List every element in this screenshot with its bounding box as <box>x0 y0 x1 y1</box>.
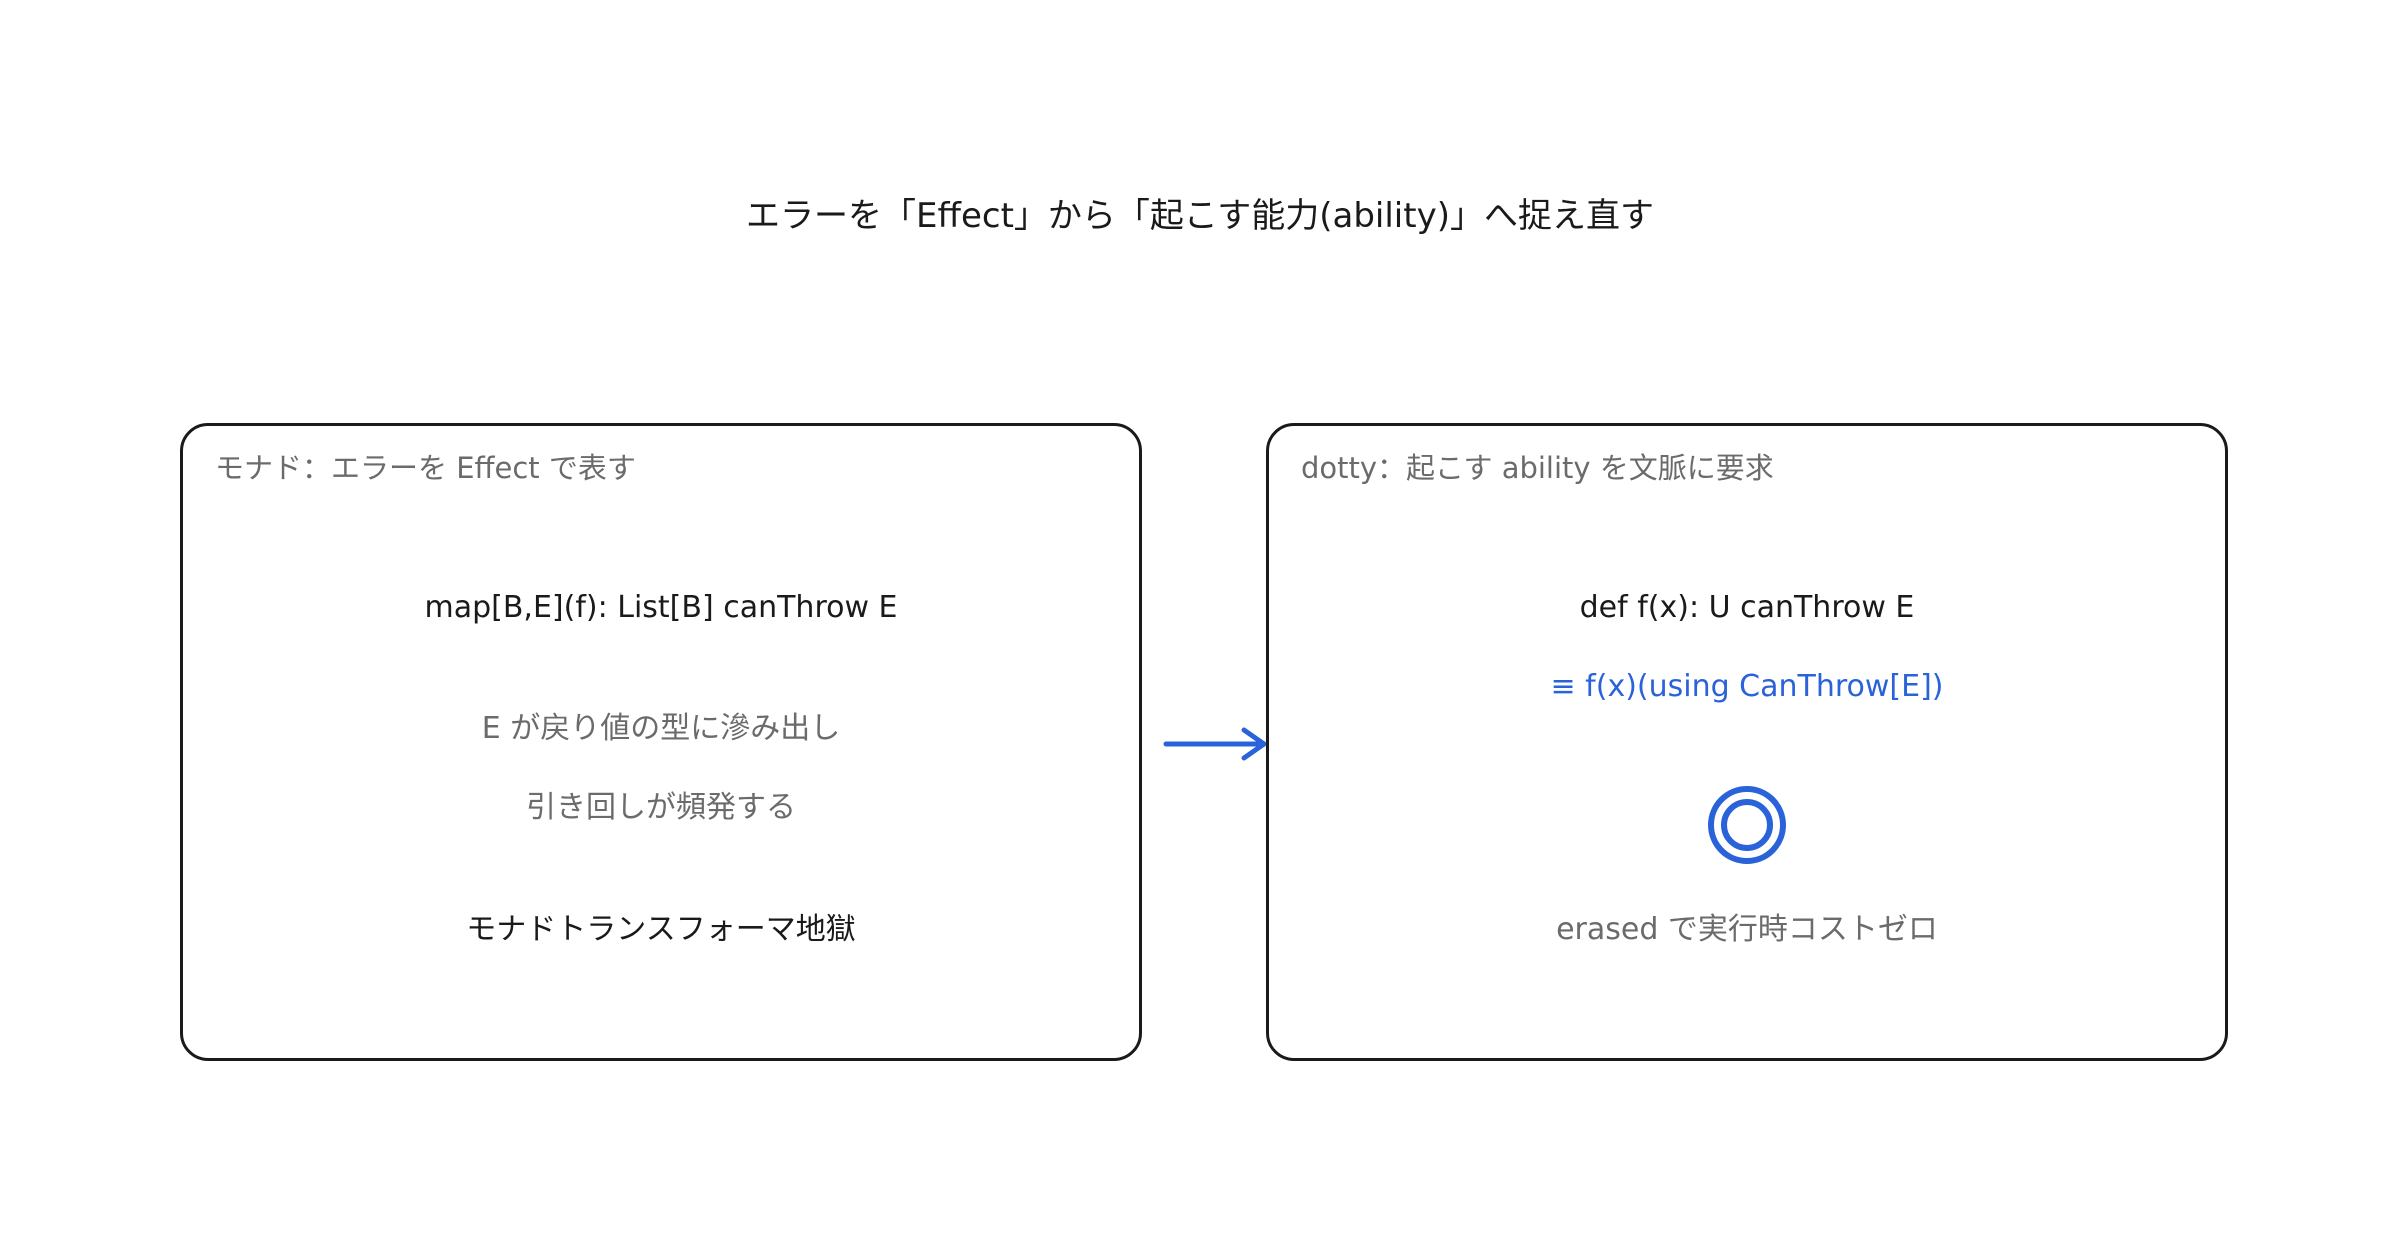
monad-conclusion: モナドトランスフォーマ地獄 <box>466 912 856 947</box>
diagram-title: エラーを「Effect」から「起こす能力(ability)」へ捉え直す <box>746 196 1654 236</box>
monad-note-leak: E が戻り値の型に滲み出し <box>481 711 841 746</box>
right-arrow-icon <box>1163 727 1267 761</box>
dotty-desugared-signature: ≡ f(x)(using CanThrow[E]) <box>1550 669 1944 704</box>
dotty-note-erased: erased で実行時コストゼロ <box>1556 912 1938 947</box>
dotty-signature: def f(x): U canThrow E <box>1579 590 1915 625</box>
monad-panel-label: モナド：エラーを Effect で表す <box>215 451 636 485</box>
monad-signature: map[B,E](f): List[B] canThrow E <box>424 590 898 625</box>
dotty-panel-label: dotty：起こす ability を文脈に要求 <box>1301 451 1774 485</box>
dotty-panel: dotty：起こす ability を文脈に要求 def f(x): U can… <box>1266 423 2228 1061</box>
monad-note-threading: 引き回しが頻発する <box>526 790 796 825</box>
monad-panel: モナド：エラーを Effect で表す map[B,E](f): List[B]… <box>180 423 1142 1061</box>
double-circle-icon <box>1708 786 1786 864</box>
